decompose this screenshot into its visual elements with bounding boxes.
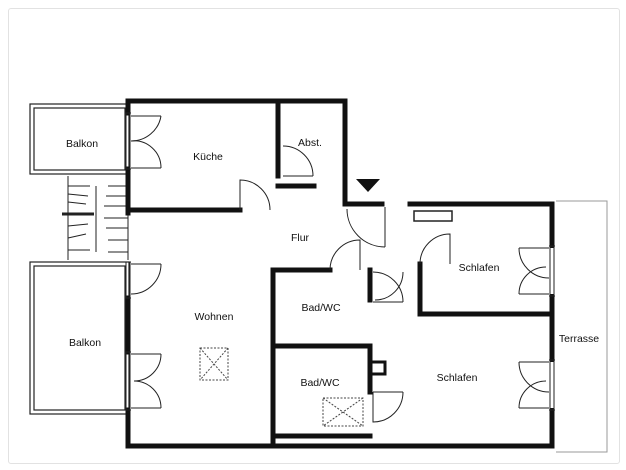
room-label-balkon-top: Balkon <box>66 138 98 150</box>
room-label-kueche: Küche <box>193 151 223 163</box>
triangle-down-icon <box>356 179 380 192</box>
room-label-schlafen-1: Schlafen <box>459 262 500 274</box>
room-label-flur: Flur <box>291 232 310 244</box>
room-label-bad-wc-2: Bad/WC <box>300 377 340 389</box>
floorplan-frame <box>8 8 620 464</box>
room-label-terrasse: Terrasse <box>559 333 599 345</box>
room-label-wohnen: Wohnen <box>195 311 234 323</box>
closet-niche <box>413 210 453 222</box>
staircase <box>62 176 129 260</box>
room-label-bad-wc-1: Bad/WC <box>301 302 341 314</box>
room-label-schlafen-2: Schlafen <box>437 372 478 384</box>
window-frames <box>125 112 555 411</box>
cross-box-icon <box>199 347 364 427</box>
walls <box>125 98 555 449</box>
square-icon <box>369 360 387 376</box>
balcony-outlines <box>29 103 130 415</box>
room-label-balkon-bottom: Balkon <box>69 337 101 349</box>
room-label-abst: Abst. <box>298 137 322 149</box>
door-swings <box>130 115 550 423</box>
terrace-outline <box>556 200 608 453</box>
